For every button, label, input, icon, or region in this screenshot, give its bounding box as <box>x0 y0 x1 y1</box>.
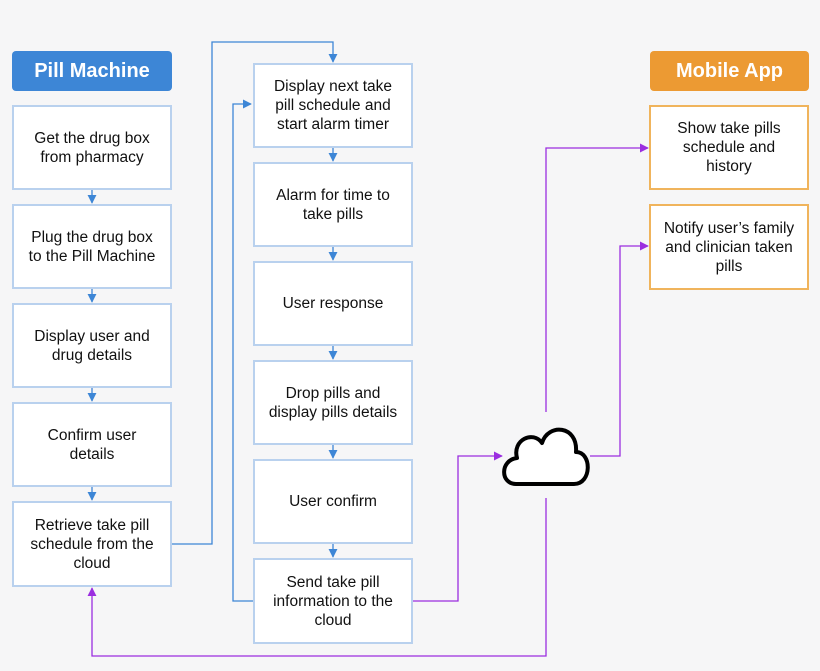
step-label: Notify user’s family and clinician taken… <box>663 219 795 275</box>
step-retrieve-schedule: Retrieve take pill schedule from the clo… <box>12 501 172 587</box>
step-show-schedule-history: Show take pills schedule and history <box>649 105 809 190</box>
step-label: Confirm user details <box>47 426 137 463</box>
step-label: Send take pill information to the cloud <box>273 573 393 629</box>
step-label: Drop pills and display pills details <box>268 384 398 421</box>
step-user-confirm: User confirm <box>253 459 413 544</box>
step-notify-family: Notify user’s family and clinician taken… <box>649 204 809 290</box>
step-label: Plug the drug box to the Pill Machine <box>28 228 156 265</box>
arrow-retrieve-to-display <box>172 41 338 545</box>
step-user-response: User response <box>253 261 413 346</box>
step-alarm: Alarm for time to take pills <box>253 162 413 247</box>
step-display-next-schedule: Display next take pill schedule and star… <box>253 63 413 148</box>
step-send-info: Send take pill information to the cloud <box>253 558 413 644</box>
step-label: User confirm <box>289 493 377 510</box>
cloud-icon <box>502 427 590 486</box>
arrow-loop-back <box>232 99 253 602</box>
step-label: User response <box>282 295 384 312</box>
step-label: Retrieve take pill schedule from the clo… <box>30 516 154 572</box>
step-confirm-user: Confirm user details <box>12 402 172 487</box>
pill-machine-header: Pill Machine <box>12 51 172 91</box>
step-drop-pills: Drop pills and display pills details <box>253 360 413 445</box>
step-label: Display next take pill schedule and star… <box>273 78 393 133</box>
step-plug-drug-box: Plug the drug box to the Pill Machine <box>12 204 172 289</box>
step-label: Get the drug box from pharmacy <box>34 129 150 166</box>
arrow-cloud-to-show <box>545 143 649 412</box>
step-label: Display user and drug details <box>34 327 150 364</box>
step-label: Alarm for time to take pills <box>276 186 390 223</box>
step-label: Show take pills schedule and history <box>677 120 781 175</box>
mobile-app-header: Mobile App <box>650 51 809 91</box>
step-get-drug-box: Get the drug box from pharmacy <box>12 105 172 190</box>
arrow-cloud-to-retrieve <box>87 498 547 657</box>
arrow-send-to-cloud <box>413 451 503 602</box>
step-display-user-drug: Display user and drug details <box>12 303 172 388</box>
arrow-cloud-to-notify <box>590 241 649 457</box>
